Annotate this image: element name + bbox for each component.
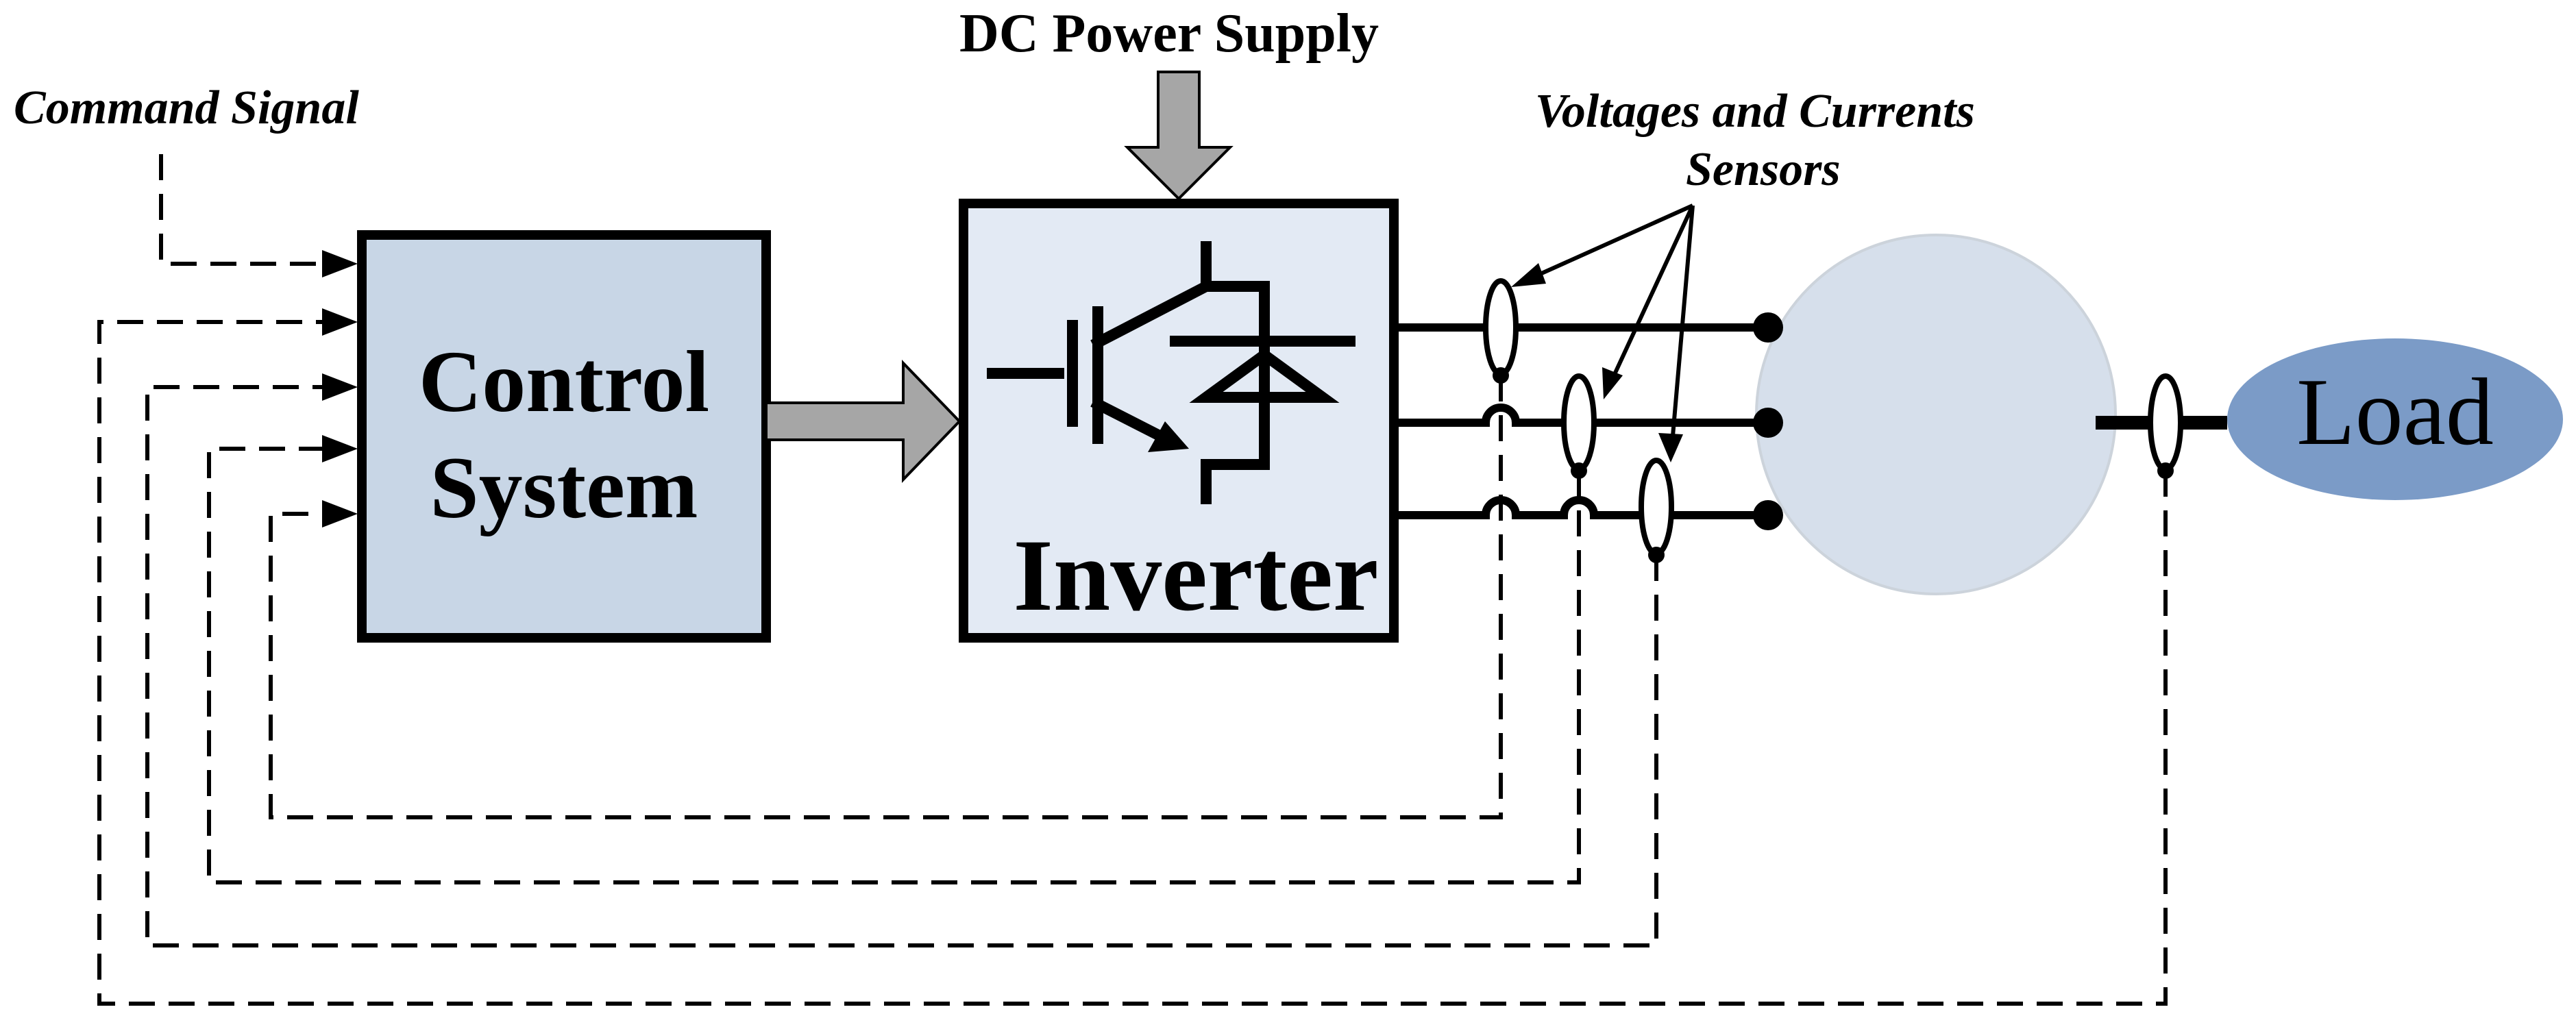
igbt-diode-icon: [987, 241, 1356, 504]
phase-c-terminal: [1753, 500, 1783, 530]
feedback-lines: [97, 154, 2168, 1006]
sensor-phase-a: [1483, 278, 1519, 377]
sensor-annotation-arrows: [1523, 203, 1695, 445]
sensors-label-line2: Sensors: [1686, 143, 1841, 196]
dc-power-supply-label: DC Power Supply: [959, 3, 1379, 64]
igbt-emitter-arrow: [1148, 421, 1189, 452]
control-input-arrowheads: [322, 250, 358, 528]
phase-lines: [1394, 323, 1768, 519]
phase-a-terminal: [1753, 312, 1783, 343]
phase-b-terminal: [1753, 408, 1783, 438]
sensor-load: [2148, 373, 2183, 472]
sensors-label-line1: Voltages and Currents: [1535, 85, 1975, 138]
sensor-arrowheads: [1511, 263, 1683, 462]
sensor-phase-b: [1561, 373, 1597, 472]
load-label: Load: [2296, 359, 2494, 465]
control-system-box: [357, 230, 771, 643]
control-system-label-line1: Control: [419, 333, 709, 430]
command-signal-label: Command Signal: [14, 82, 359, 134]
load-ellipse: [2227, 338, 2563, 500]
control-to-inverter-arrow: [765, 360, 961, 483]
control-system-label-line2: System: [430, 439, 698, 536]
inverter-label: Inverter: [1013, 519, 1378, 632]
sensor-phase-c: [1639, 458, 1674, 556]
motor-circle: [1755, 234, 2117, 595]
inverter-box: [959, 199, 1399, 643]
dc-supply-arrow: [1124, 71, 1234, 201]
